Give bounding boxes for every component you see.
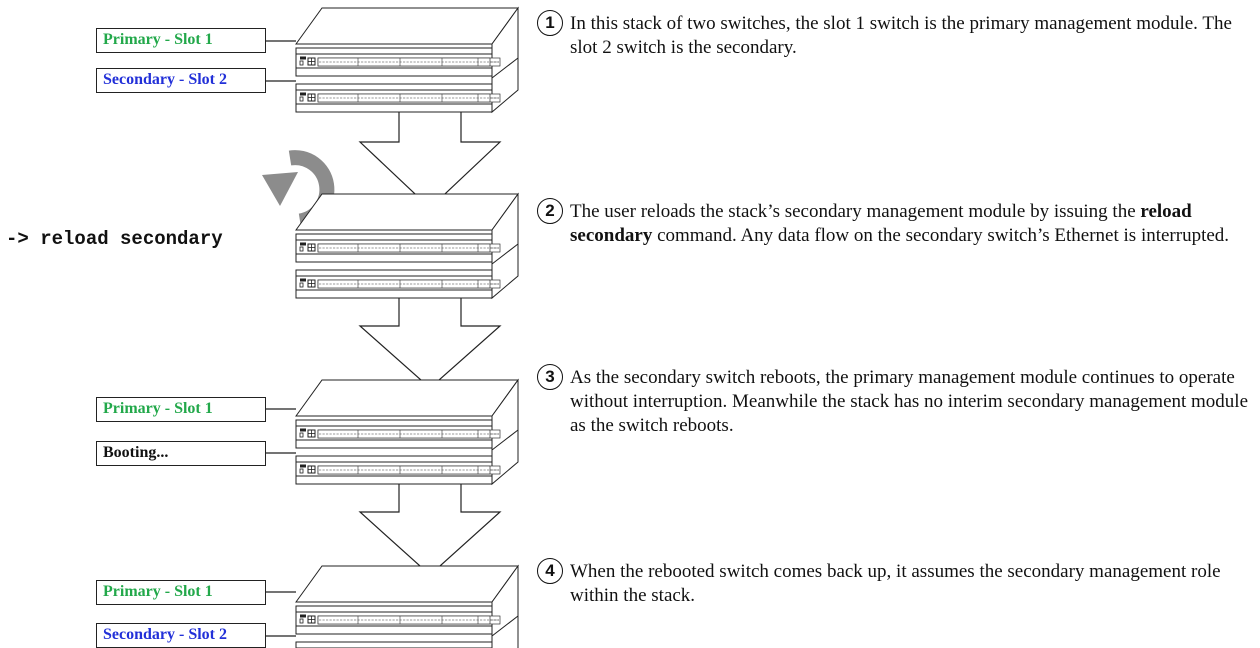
step-text: The user reloads the stack’s secondary m… xyxy=(570,200,1260,248)
switch-stack xyxy=(295,192,519,300)
switch-stack xyxy=(295,6,519,114)
primary-slot-label: Primary - Slot 1 xyxy=(96,28,266,53)
secondary-slot-label: Secondary - Slot 2 xyxy=(96,68,266,93)
step-text: When the rebooted switch comes back up, … xyxy=(570,560,1260,608)
step-text-segment: In this stack of two switches, the slot … xyxy=(570,13,1232,58)
step-text: In this stack of two switches, the slot … xyxy=(570,12,1260,60)
step-text-segment: The user reloads the stack’s secondary m… xyxy=(570,201,1141,222)
step-number-badge: 3 xyxy=(537,364,563,390)
booting-status-label: Booting... xyxy=(96,441,266,466)
command-emphasis: reload secondary xyxy=(570,201,1192,246)
reload-command: -> reload secondary xyxy=(6,228,223,250)
switch-stack xyxy=(295,378,519,486)
switch-stack xyxy=(295,564,519,648)
step-text-segment: As the secondary switch reboots, the pri… xyxy=(570,367,1249,436)
step-number-badge: 1 xyxy=(537,10,563,36)
secondary-slot-label: Secondary - Slot 2 xyxy=(96,623,266,648)
step-number-badge: 2 xyxy=(537,198,563,224)
primary-slot-label: Primary - Slot 1 xyxy=(96,397,266,422)
primary-slot-label: Primary - Slot 1 xyxy=(96,580,266,605)
step-text-segment: When the rebooted switch comes back up, … xyxy=(570,561,1221,606)
step-text-segment: command. Any data flow on the secondary … xyxy=(652,225,1230,246)
step-text: As the secondary switch reboots, the pri… xyxy=(570,366,1260,438)
step-number-badge: 4 xyxy=(537,558,563,584)
